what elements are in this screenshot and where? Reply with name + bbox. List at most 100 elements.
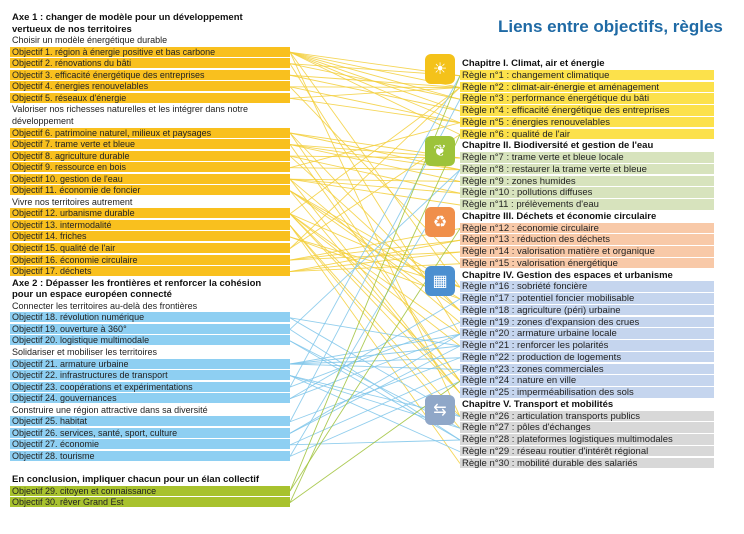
rule-25: Règle n°25 : imperméabilisation des sols xyxy=(460,387,714,399)
link-obj27-rule23 xyxy=(289,369,461,446)
link-obj6-rule24 xyxy=(289,132,461,382)
transport-icon: ⇆ xyxy=(425,394,455,425)
rule-3: Règle n°3 : performance énergétique du b… xyxy=(460,93,714,105)
link-obj10-rule11 xyxy=(289,178,461,206)
rule-28: Règle n°28 : plateformes logistiques mul… xyxy=(460,434,714,446)
chapter-heading-3: Chapitre III. Déchets et économie circul… xyxy=(460,210,714,223)
objective-10: Objectif 10. gestion de l'eau xyxy=(10,173,290,185)
rule-6: Règle n°6 : qualité de l'air xyxy=(460,128,714,140)
map-icon: ▦ xyxy=(425,265,455,296)
recycle-icon: ♻ xyxy=(425,206,455,237)
objective-4: Objectif 4. énergies renouvelables xyxy=(10,81,290,93)
link-obj26-rule20 xyxy=(289,333,461,434)
objective-16: Objectif 16. économie circulaire xyxy=(10,254,290,266)
rule-13: Règle n°13 : réduction des déchets xyxy=(460,234,714,246)
link-obj21-rule22 xyxy=(289,357,461,365)
objective-8: Objectif 8. agriculture durable xyxy=(10,150,290,162)
rule-12: Règle n°12 : économie circulaire xyxy=(460,222,714,234)
objective-15: Objectif 15. qualité de l'air xyxy=(10,243,290,254)
objective-13: Objectif 13. intermodalité xyxy=(10,219,290,231)
objective-19: Objectif 19. ouverture à 360° xyxy=(10,323,290,335)
link-obj1-rule16 xyxy=(289,51,461,288)
rule-24: Règle n°24 : nature en ville xyxy=(460,375,714,387)
link-obj5-rule5 xyxy=(289,97,461,124)
rule-23: Règle n°23 : zones commerciales xyxy=(460,363,714,375)
rule-8: Règle n°8 : restaurer la trame verte et … xyxy=(460,163,714,176)
link-obj17-rule14 xyxy=(289,251,461,273)
subheading: Choisir un modèle énergétique durable xyxy=(12,35,168,46)
rule-17: Règle n°17 : potentiel foncier mobilisab… xyxy=(460,293,714,305)
link-obj10-rule9 xyxy=(289,178,461,182)
objective-6: Objectif 6. patrimoine naturel, milieux … xyxy=(10,127,290,139)
rule-18: Règle n°18 : agriculture (péri) urbaine xyxy=(460,304,714,317)
spacer xyxy=(10,462,290,473)
objective-28: Objectif 28. tourisme xyxy=(10,450,290,462)
link-obj28-rule24 xyxy=(289,380,461,457)
link-obj9-rule5 xyxy=(289,122,461,169)
chapter-heading-5: Chapitre V. Transport et mobilités xyxy=(460,398,714,411)
chapter-heading-2: Chapitre II. Biodiversité et gestion de … xyxy=(460,140,714,152)
link-obj1-rule3 xyxy=(289,51,461,100)
link-obj7-rule9 xyxy=(289,144,461,182)
link-obj18-rule21 xyxy=(289,317,461,347)
link-obj15-rule2 xyxy=(289,87,461,249)
subheading: développement xyxy=(12,115,74,126)
rule-15: Règle n°15 : valorisation énergétique xyxy=(460,257,714,270)
objective-23: Objectif 23. coopérations et expérimenta… xyxy=(10,381,290,393)
rule-29: Règle n°29 : réseau routier d'intérêt ré… xyxy=(460,445,714,458)
objective-29: Objectif 29. citoyen et connaissance xyxy=(10,485,290,497)
objective-2: Objectif 2. rénovations du bâti xyxy=(10,58,290,70)
axis-heading: Axe 2 : Dépasser les frontières et renfo… xyxy=(12,277,262,289)
rule-20: Règle n°20 : armature urbaine locale xyxy=(460,328,714,340)
rule-10: Règle n°10 : pollutions diffuses xyxy=(460,187,714,199)
link-obj24-rule20 xyxy=(289,333,461,400)
objective-18: Objectif 18. révolution numérique xyxy=(10,312,290,324)
subheading: Solidariser et mobiliser les territoires xyxy=(12,346,158,357)
link-obj13-rule26 xyxy=(289,225,461,417)
objective-11: Objectif 11. économie de foncier xyxy=(10,185,290,197)
leaf-icon: ❦ xyxy=(425,136,455,167)
link-obj23-rule19 xyxy=(289,322,461,388)
link-obj7-rule24 xyxy=(289,144,461,382)
objective-9: Objectif 9. ressource en bois xyxy=(10,162,290,174)
subheading: Construire une région attractive dans sa… xyxy=(12,404,208,415)
objective-14: Objectif 14. friches xyxy=(10,231,290,243)
rule-7: Règle n°7 : trame verte et bleue locale xyxy=(460,152,714,164)
subheading: Connecter les territoires au-delà des fr… xyxy=(12,300,198,311)
sun-icon: ☀ xyxy=(425,54,455,84)
rule-4: Règle n°4 : efficacité énergétique des e… xyxy=(460,105,714,117)
link-obj19-rule8 xyxy=(289,169,461,330)
objective-7: Objectif 7. trame verte et bleue xyxy=(10,139,290,151)
objective-22: Objectif 22. infrastructures de transpor… xyxy=(10,370,290,382)
objective-30: Objectif 30. rêver Grand Est xyxy=(10,497,290,509)
link-obj12-rule2 xyxy=(289,87,461,215)
link-obj30-rule6 xyxy=(289,134,461,503)
objective-24: Objectif 24. gouvernances xyxy=(10,393,290,405)
link-obj3-rule2 xyxy=(289,74,461,88)
link-obj4-rule15 xyxy=(289,86,461,265)
rule-2: Règle n°2 : climat-air-énergie et aménag… xyxy=(460,81,714,93)
rule-30: Règle n°30 : mobilité durable des salari… xyxy=(460,457,714,469)
rule-19: Règle n°19 : zones d'expansion des crues xyxy=(460,316,714,328)
link-obj13-rule27 xyxy=(289,225,461,429)
axis-heading: vertueux de nos territoires xyxy=(12,23,132,35)
rule-14: Règle n°14 : valorisation matière et org… xyxy=(460,246,714,258)
objective-17: Objectif 17. déchets xyxy=(10,266,290,278)
objective-26: Objectif 26. services, santé, sport, cul… xyxy=(10,427,290,439)
objective-21: Objectif 21. armature urbaine xyxy=(10,358,290,370)
subheading: Valoriser nos richesses naturelles et le… xyxy=(12,104,248,115)
rule-27: Règle n°27 : pôles d'échanges xyxy=(460,422,714,434)
objective-3: Objectif 3. efficacité énergétique des e… xyxy=(10,69,290,81)
axis-heading: En conclusion, impliquer chacun pour un … xyxy=(12,474,260,485)
link-obj26-rule21 xyxy=(289,345,461,434)
link-obj10-rule25 xyxy=(289,178,461,394)
objective-12: Objectif 12. urbanisme durable xyxy=(10,208,290,220)
link-obj1-rule26 xyxy=(289,51,461,417)
rule-11: Règle n°11 : prélèvements d'eau xyxy=(460,199,714,211)
objective-20: Objectif 20. logistique multimodale xyxy=(10,335,290,347)
link-obj23-rule1 xyxy=(289,75,461,388)
objective-25: Objectif 25. habitat xyxy=(10,416,290,428)
rule-21: Règle n°21 : renforcer les polarités xyxy=(460,340,714,352)
link-obj10-rule10 xyxy=(289,178,461,194)
